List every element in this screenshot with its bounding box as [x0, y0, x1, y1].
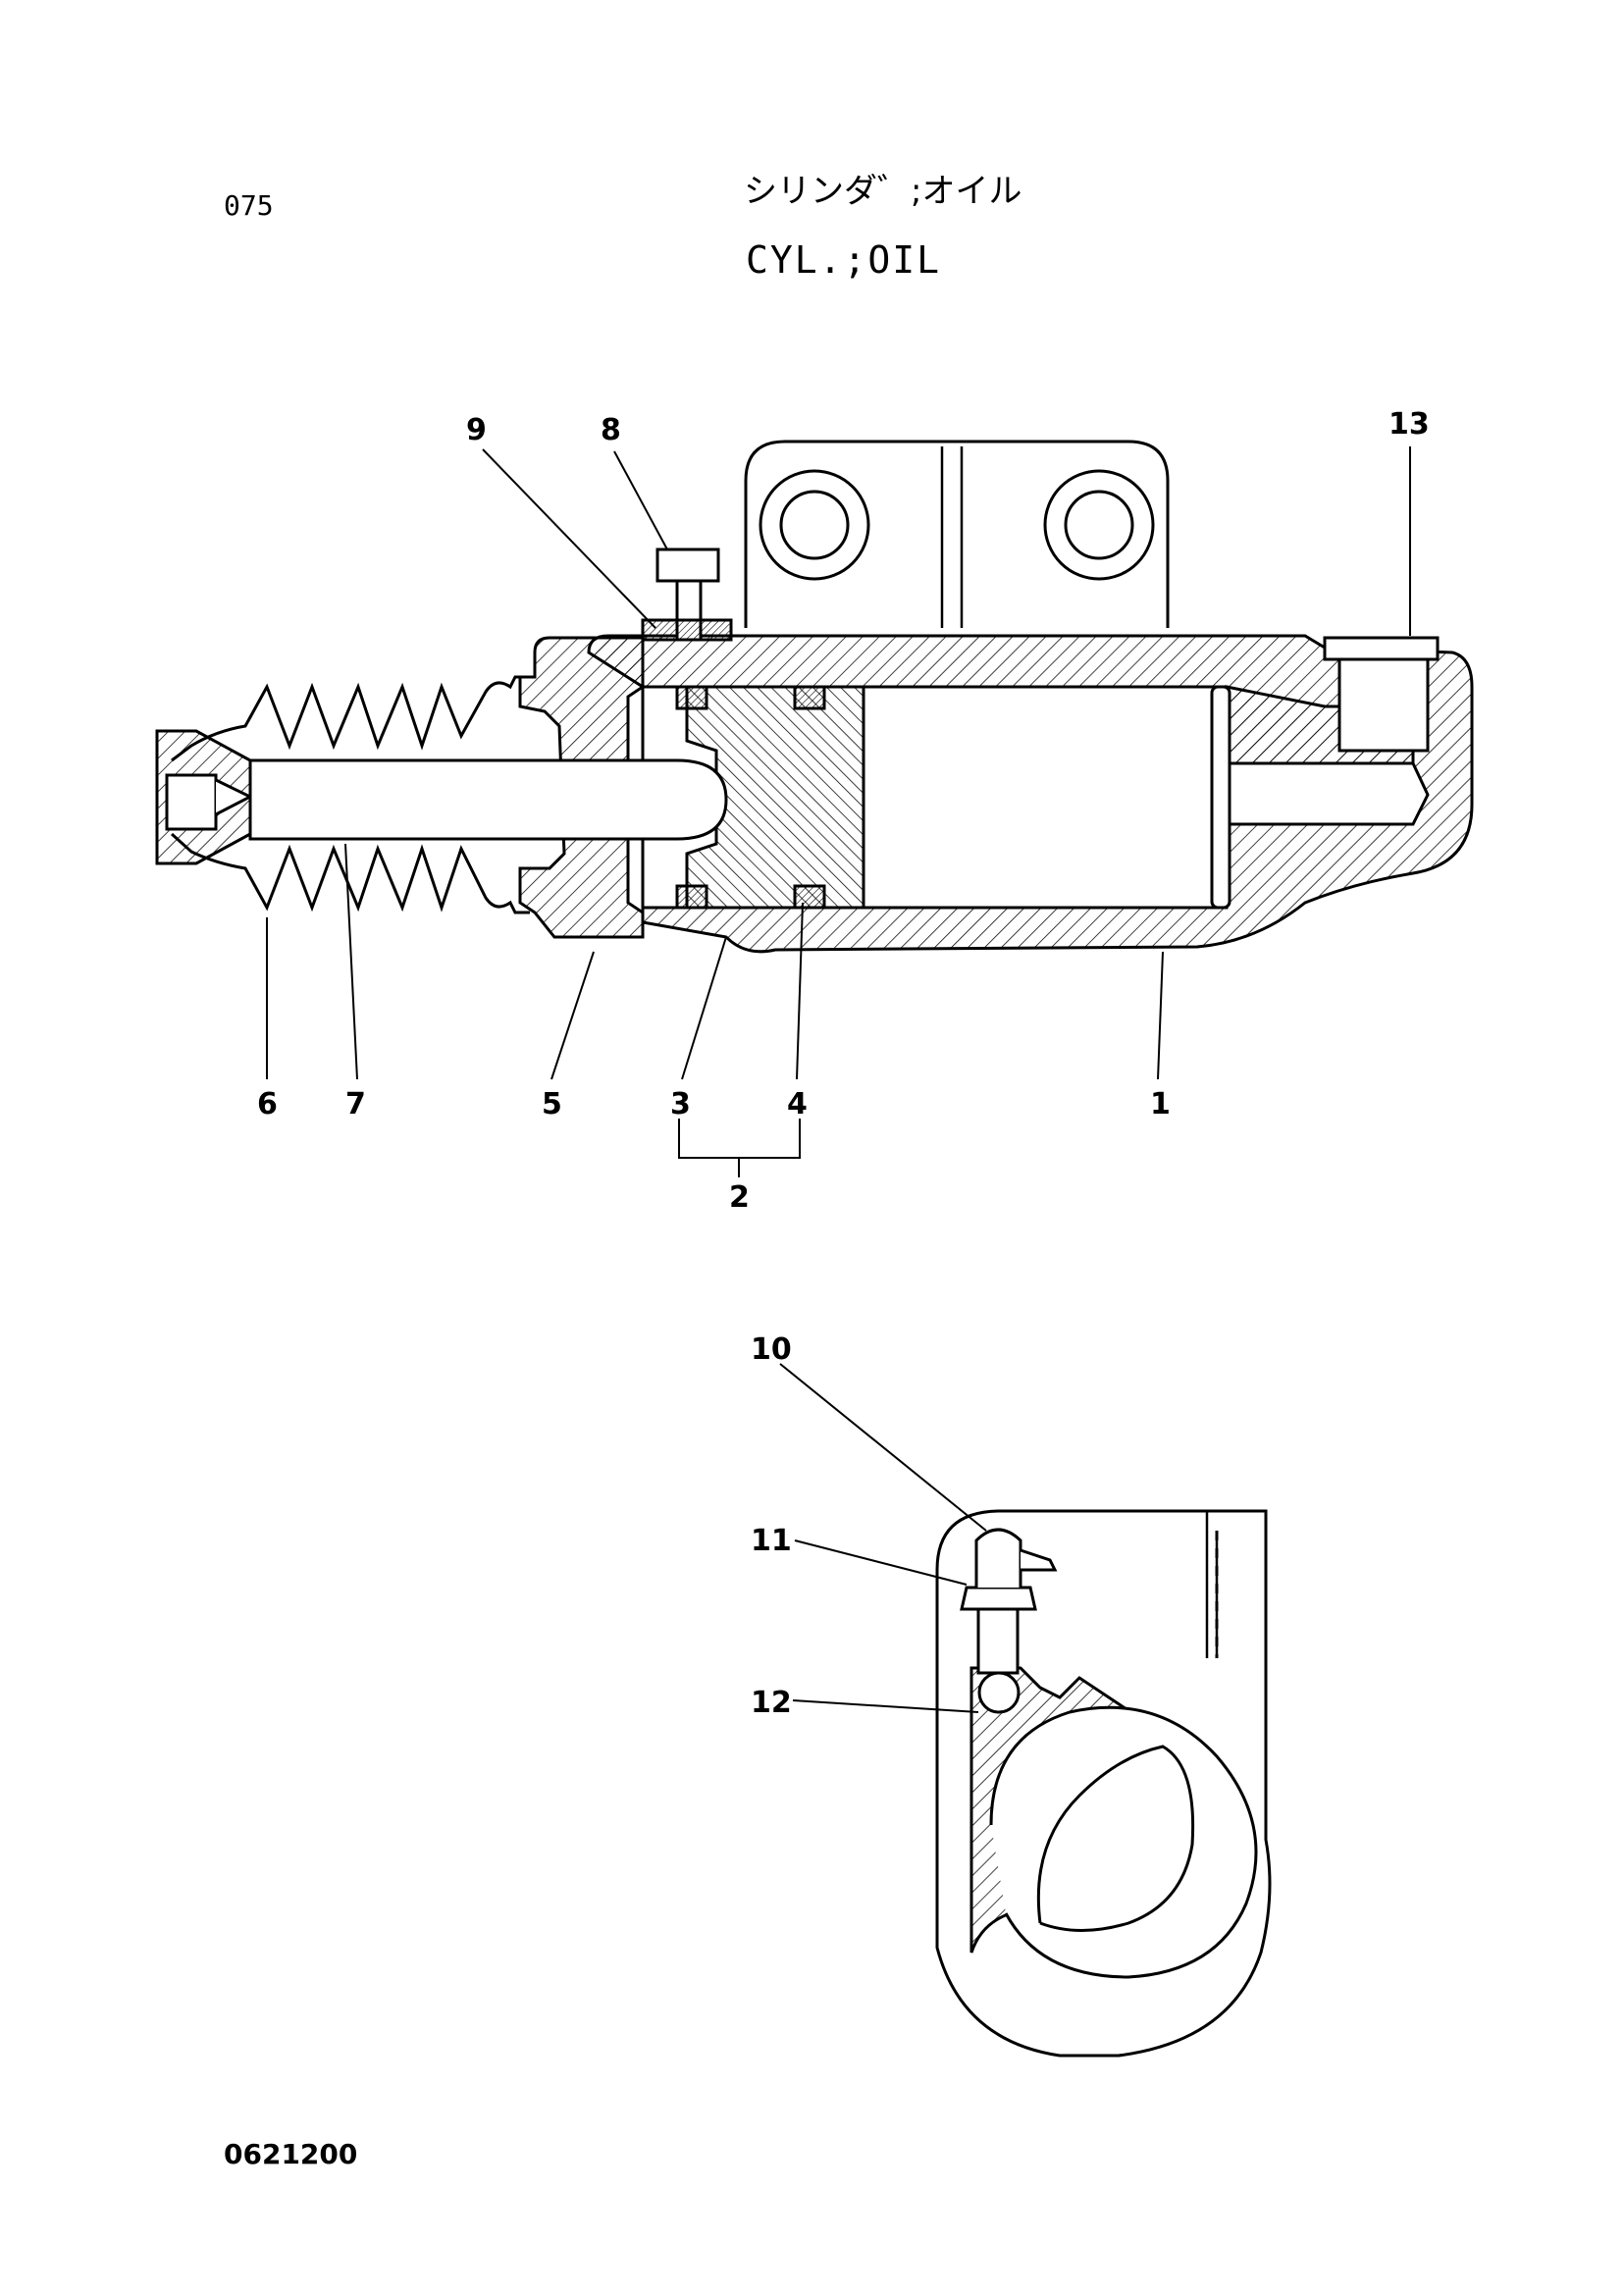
title-japanese: シリンダ゛;オイル — [744, 172, 1022, 211]
callouts-top: 9 8 13 6 7 5 3 4 1 2 — [257, 407, 1430, 1215]
callout-6: 6 — [257, 1087, 278, 1121]
bleeder-screw — [976, 1607, 1020, 1675]
callout-2: 2 — [729, 1180, 750, 1215]
callout-4: 4 — [787, 1087, 808, 1121]
seal-3-top — [675, 685, 708, 710]
callouts-bottom: 10 11 12 — [751, 1332, 792, 1720]
callout-10: 10 — [751, 1332, 792, 1367]
drawing-number: 0621200 — [224, 2138, 358, 2170]
plug — [1337, 651, 1430, 753]
bleeder-detail — [935, 1509, 1272, 2058]
bracket-hole-right — [1043, 469, 1155, 581]
callout-7: 7 — [345, 1087, 366, 1121]
seal-4-bottom — [793, 884, 826, 910]
cylinder-section — [155, 440, 1474, 954]
seal-4-top — [793, 685, 826, 710]
callout-9: 9 — [466, 413, 487, 447]
piston — [685, 685, 865, 910]
page-code: 075 — [224, 189, 274, 222]
callout-5: 5 — [542, 1087, 562, 1121]
mounting-bracket — [744, 440, 1170, 628]
bolt-8-head — [655, 547, 720, 583]
title-english: CYL.;OIL — [746, 238, 942, 282]
callout-8: 8 — [601, 413, 621, 447]
nut-9 — [641, 618, 733, 642]
leader-lines-top — [266, 446, 1411, 1177]
push-rod — [248, 758, 728, 841]
boot-bellows — [170, 675, 530, 914]
seal-3-bottom — [675, 884, 708, 910]
bleeder-cap — [974, 1528, 1022, 1588]
callout-11: 11 — [751, 1524, 792, 1558]
callout-1: 1 — [1150, 1087, 1171, 1121]
bracket-hole-left — [759, 469, 870, 581]
steel-ball — [977, 1671, 1021, 1714]
callout-3: 3 — [670, 1087, 691, 1121]
leader-lines-bottom — [779, 1363, 987, 1713]
callout-12: 12 — [751, 1686, 792, 1720]
detail-bore — [989, 1705, 1258, 1979]
callout-13: 13 — [1388, 407, 1430, 442]
